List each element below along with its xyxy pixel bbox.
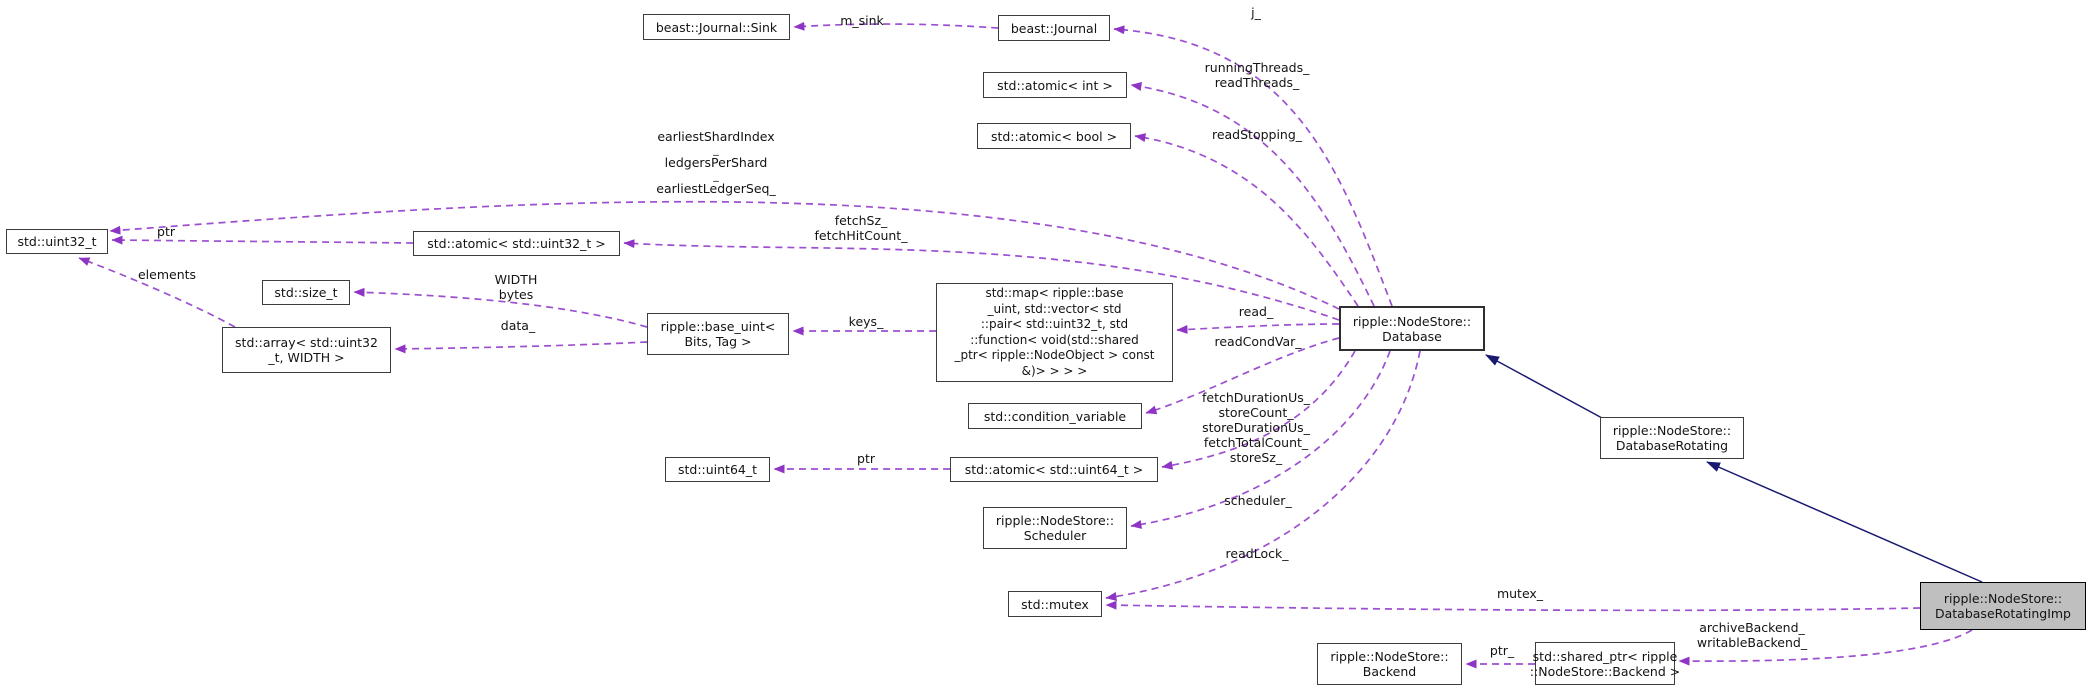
- edge-label-thread-counters: runningThreads_ readThreads_: [1204, 60, 1310, 90]
- edge-label-read-stopping: readStopping_: [1211, 127, 1303, 142]
- edge-label-j: j_: [1251, 5, 1261, 20]
- edge-mutex: [1105, 600, 1921, 612]
- edge-earliest: [109, 200, 1340, 310]
- edge-read-lock: [1105, 350, 1421, 601]
- edge-inherit-rotating-database: [1485, 354, 1603, 419]
- edge-label-earliest: earliestShardIndex _ ledgersPerShard _ e…: [656, 129, 776, 196]
- edge-label-ptr-backend: ptr_: [1489, 643, 1515, 658]
- node-nodestore-database-rotating[interactable]: ripple::NodeStore:: DatabaseRotating: [1600, 417, 1744, 459]
- node-std-atomic-bool[interactable]: std::atomic< bool >: [977, 123, 1131, 149]
- node-beast-journal-sink[interactable]: beast::Journal::Sink: [643, 14, 790, 40]
- edge-elements: [78, 257, 236, 328]
- edge-label-ptr-u64: ptr: [857, 451, 875, 466]
- edge-label-read: read_: [1238, 304, 1274, 319]
- node-std-shared-ptr-backend[interactable]: std::shared_ptr< ripple ::NodeStore::Bac…: [1530, 642, 1680, 685]
- edge-j: [1113, 25, 1393, 307]
- node-ripple-base-uint[interactable]: ripple::base_uint< Bits, Tag >: [647, 313, 789, 355]
- node-nodestore-scheduler[interactable]: ripple::NodeStore:: Scheduler: [983, 507, 1127, 549]
- node-nodestore-backend[interactable]: ripple::NodeStore:: Backend: [1317, 643, 1462, 685]
- edge-read: [1176, 323, 1340, 334]
- node-nodestore-database[interactable]: ripple::NodeStore:: Database: [1339, 306, 1485, 351]
- edge-label-data: data_: [500, 318, 536, 333]
- edge-backends: [1678, 629, 1973, 666]
- node-std-atomic-uint32[interactable]: std::atomic< std::uint32_t >: [413, 231, 620, 256]
- edge-label-store-counters: fetchDurationUs_ storeCount_ storeDurati…: [1202, 390, 1310, 465]
- edge-label-scheduler: scheduler_: [1224, 493, 1292, 508]
- edge-read-cond-var: [1145, 337, 1340, 415]
- edge-label-read-lock: readLock_: [1225, 546, 1289, 561]
- node-std-atomic-int[interactable]: std::atomic< int >: [983, 72, 1127, 98]
- node-std-condition-variable[interactable]: std::condition_variable: [968, 403, 1142, 429]
- edge-label-mutex: mutex_: [1496, 586, 1544, 601]
- edge-fetch-counters: [623, 239, 1340, 321]
- node-std-mutex[interactable]: std::mutex: [1008, 591, 1102, 617]
- edge-width-bytes: [353, 287, 648, 328]
- edge-inherit-imp-rotating: [1706, 461, 1983, 583]
- edge-label-read-cond-var: readCondVar_: [1214, 334, 1302, 349]
- edge-m-sink: [793, 21, 999, 31]
- edge-read-stopping: [1134, 133, 1359, 307]
- edge-label-m-sink: m_sink: [840, 13, 884, 28]
- edge-ptr-u32: [111, 235, 414, 245]
- node-std-uint32-t[interactable]: std::uint32_t: [6, 229, 108, 254]
- node-beast-journal[interactable]: beast::Journal: [998, 15, 1110, 41]
- node-std-array[interactable]: std::array< std::uint32 _t, WIDTH >: [222, 327, 391, 373]
- edge-label-fetch-counters: fetchSz_ fetchHitCount_: [814, 213, 908, 243]
- edge-label-width-bytes: WIDTH bytes: [494, 272, 538, 302]
- edge-thread-counters: [1130, 82, 1375, 307]
- edge-label-keys: keys_: [848, 314, 884, 329]
- node-std-size-t[interactable]: std::size_t: [262, 280, 350, 305]
- node-nodestore-database-rotating-imp: ripple::NodeStore:: DatabaseRotatingImp: [1920, 582, 2086, 630]
- edge-data: [394, 341, 648, 354]
- edge-label-elements: elements: [137, 267, 197, 282]
- edge-label-ptr-u32: ptr: [157, 224, 175, 239]
- edge-store-counters: [1161, 350, 1356, 470]
- node-std-map-callbacks[interactable]: std::map< ripple::base _uint, std::vecto…: [936, 283, 1173, 382]
- edge-label-backends: archiveBackend_ writableBackend_: [1696, 620, 1808, 650]
- node-std-uint64-t[interactable]: std::uint64_t: [665, 457, 770, 482]
- edge-scheduler: [1130, 350, 1391, 529]
- node-std-atomic-uint64[interactable]: std::atomic< std::uint64_t >: [950, 457, 1158, 482]
